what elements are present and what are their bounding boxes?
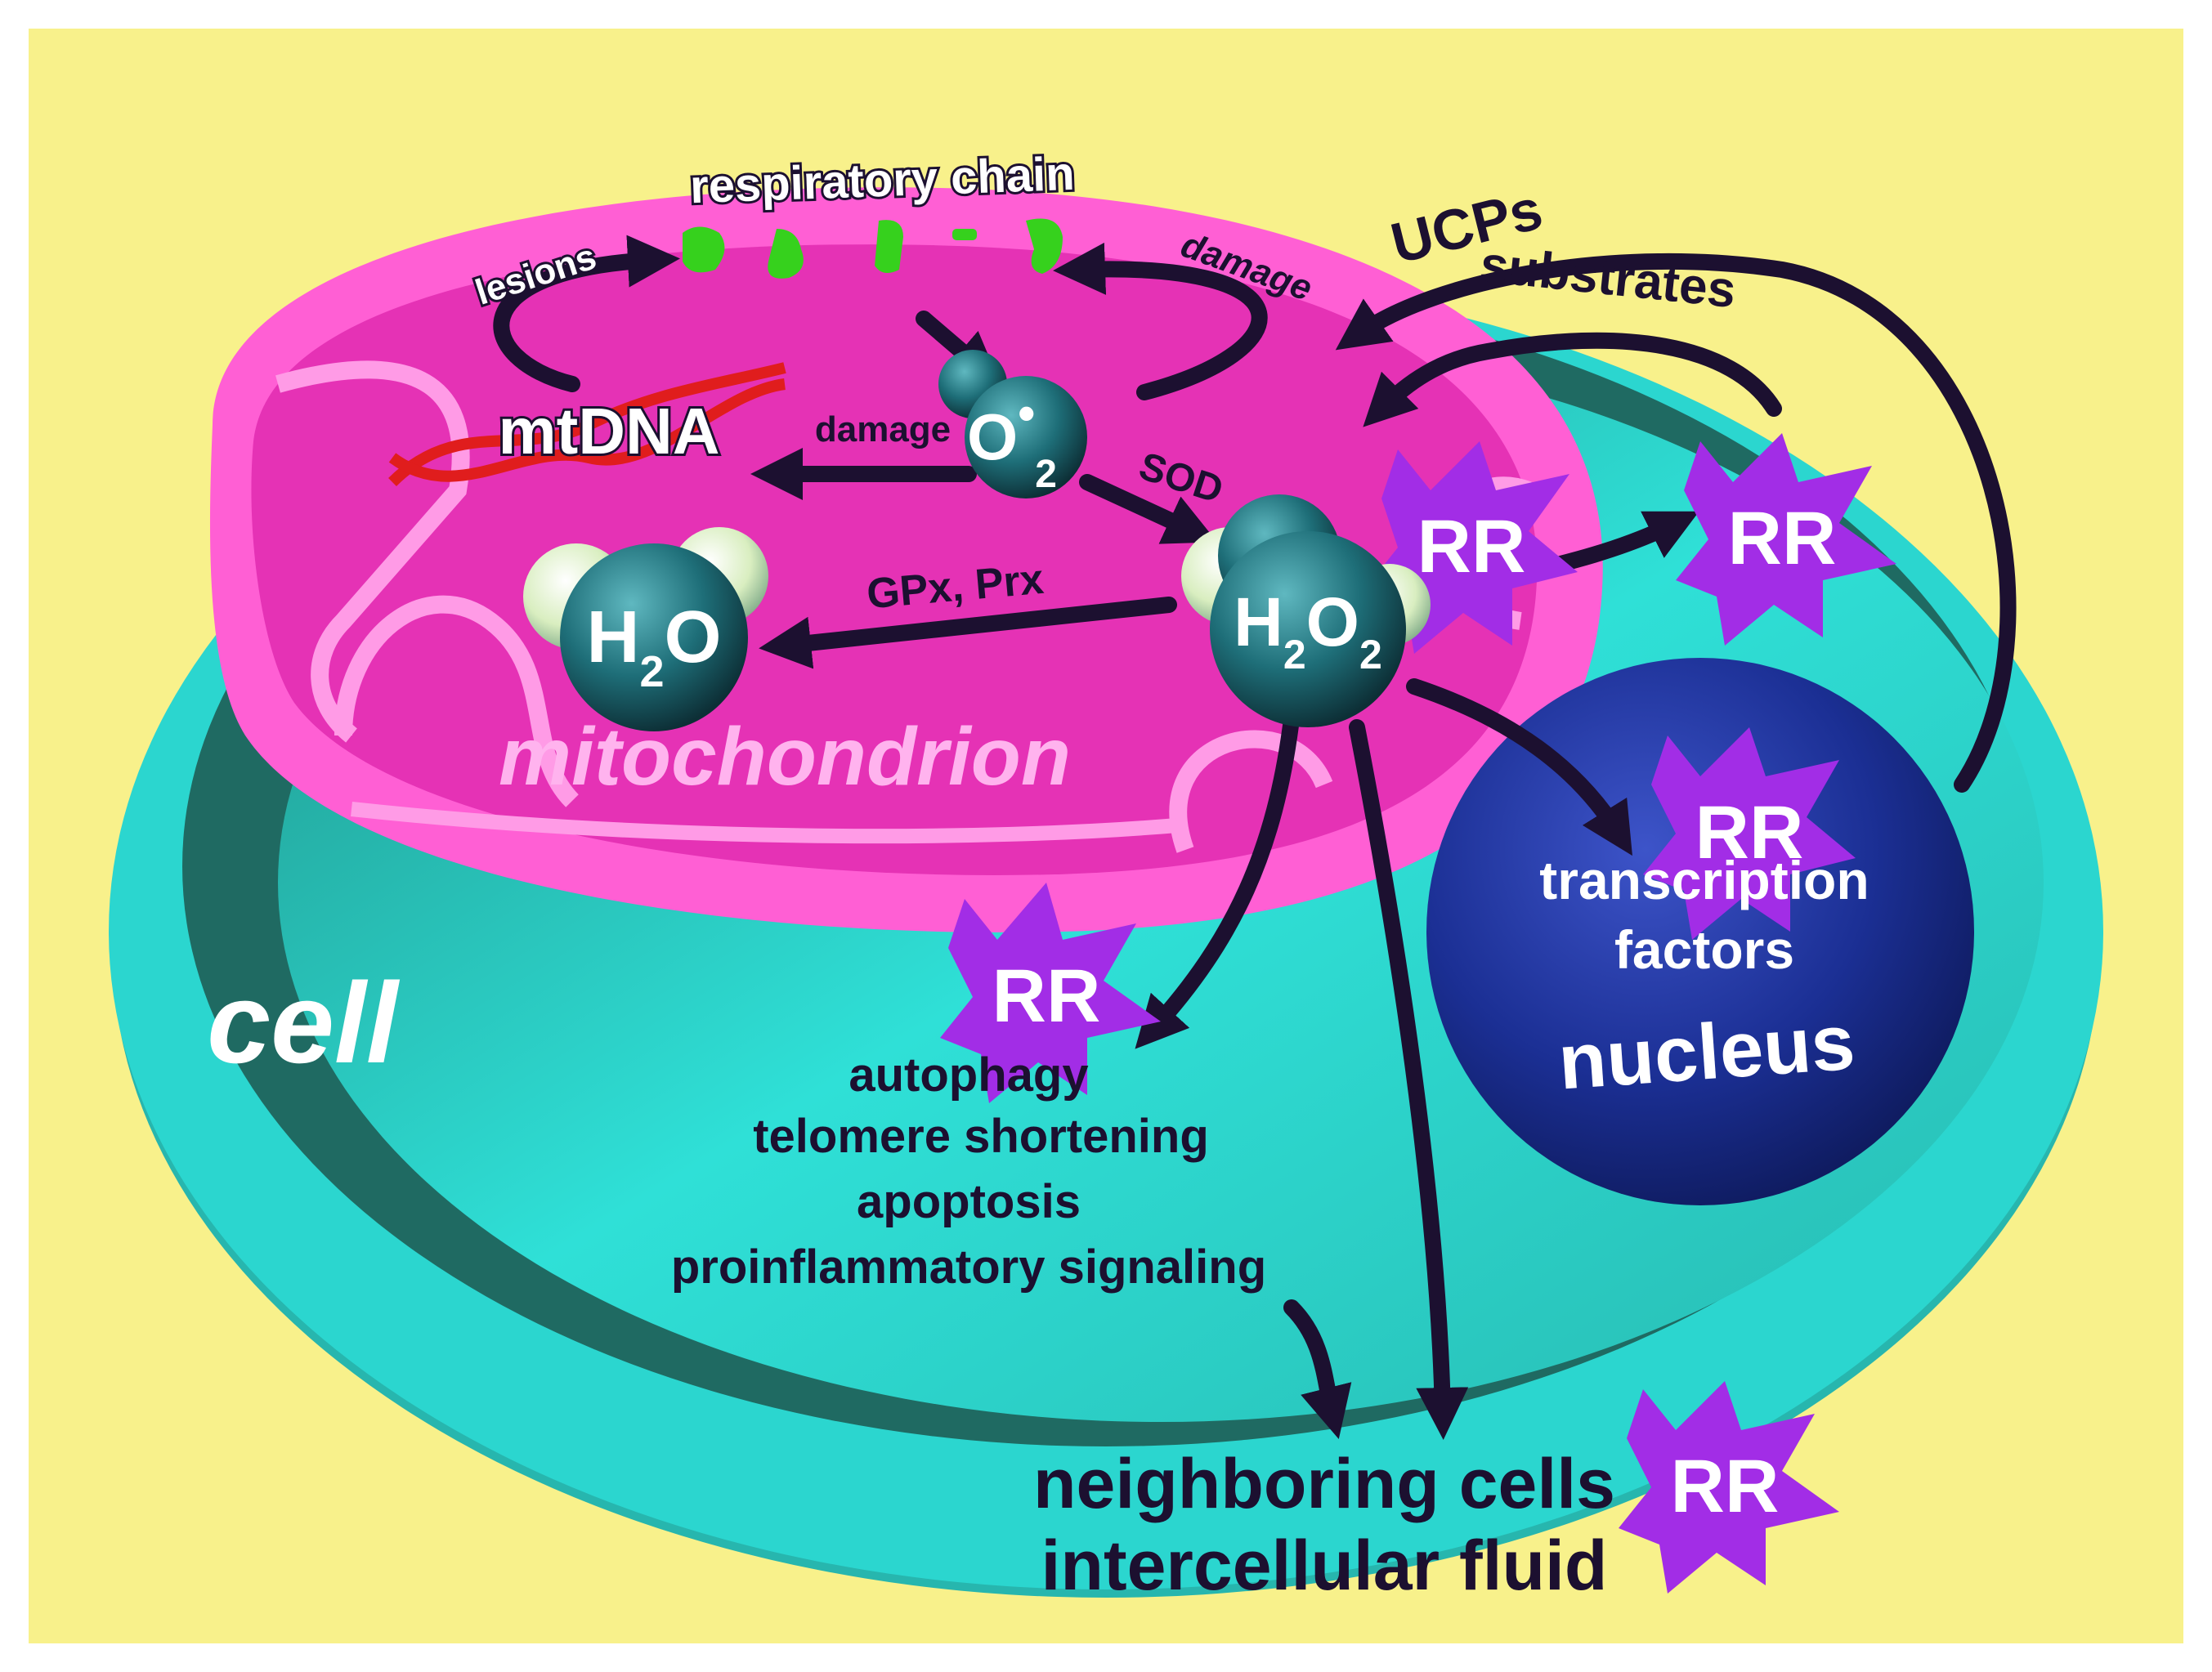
peroxide-o-subscript: 2 bbox=[1359, 632, 1382, 677]
arrows bbox=[493, 235, 2017, 1440]
effect-apoptosis: apoptosis bbox=[857, 1175, 1081, 1228]
svg-text:H2O2: H2O2 bbox=[1234, 583, 1382, 677]
peroxide-h: H bbox=[1234, 583, 1283, 660]
rr-label-h2o2: RR bbox=[1417, 505, 1526, 588]
superoxide-symbol: O bbox=[967, 400, 1018, 473]
rr-star-neighbors: RR bbox=[1619, 1381, 1839, 1594]
rr-star-right: RR bbox=[1676, 433, 1896, 646]
label-nucleus: nucleus bbox=[1556, 999, 1857, 1106]
crista-3 bbox=[1169, 730, 1333, 853]
arrow-ucps bbox=[1335, 253, 2017, 793]
arrow-h2o2-to-effects bbox=[1135, 711, 1300, 1049]
effect-proinflammatory-signaling: proinflammatory signaling bbox=[671, 1241, 1266, 1294]
water-o: O bbox=[665, 597, 722, 678]
label-factors: factors bbox=[1614, 919, 1794, 980]
arrow-lesions bbox=[493, 235, 680, 392]
effect-autophagy: autophagy bbox=[849, 1048, 1088, 1102]
superoxide-molecule: O•2 bbox=[938, 350, 1087, 498]
crista-1 bbox=[275, 360, 470, 743]
label-mtdna: mtDNA bbox=[498, 395, 719, 467]
rr-label-neighbors: RR bbox=[1671, 1445, 1780, 1528]
label-transcription: transcription bbox=[1539, 850, 1869, 910]
crista-2 bbox=[334, 595, 580, 807]
mitochondrion-matrix bbox=[251, 244, 1538, 875]
svg-text:H2O: H2O bbox=[586, 597, 721, 696]
superoxide-dot: • bbox=[1018, 386, 1035, 440]
arrow-h2o2-to-nucleus bbox=[1406, 678, 1632, 856]
rr-star-effects: RR bbox=[940, 883, 1161, 1103]
arrow-effects-to-neighbors bbox=[1283, 1299, 1352, 1440]
svg-text:O•2: O•2 bbox=[967, 386, 1057, 496]
peroxide-h-subscript: 2 bbox=[1283, 632, 1306, 677]
rr-star-nucleus: RR bbox=[1643, 727, 1856, 940]
arrow-o2-to-h2o2 bbox=[1079, 474, 1218, 544]
arrow-damage-top bbox=[1053, 242, 1268, 400]
effect-telomere-shortening: telomere shortening bbox=[753, 1110, 1209, 1163]
mtdna-helix bbox=[388, 362, 786, 486]
label-damage-mid: damage bbox=[815, 409, 951, 449]
label-intercellular-fluid: intercellular fluid bbox=[1041, 1527, 1608, 1605]
peroxide-molecule: H2O2 bbox=[1181, 494, 1431, 727]
label-neighboring-cells: neighboring cells bbox=[1033, 1445, 1615, 1523]
label-cell: cell bbox=[207, 959, 401, 1087]
superoxide-subscript: 2 bbox=[1035, 453, 1057, 496]
water-h: H bbox=[586, 597, 639, 678]
rr-label-right: RR bbox=[1728, 497, 1837, 580]
label-mitochondrion: mitochondrion bbox=[499, 711, 1071, 802]
rr-label-nucleus: RR bbox=[1695, 791, 1804, 874]
arrow-h2o2-to-h2o bbox=[759, 597, 1177, 669]
water-molecule: H2O bbox=[523, 527, 768, 731]
water-h-subscript: 2 bbox=[639, 647, 664, 696]
arrow-h2o2-to-neighbors bbox=[1349, 719, 1469, 1440]
respiratory-chain-complexes bbox=[683, 218, 1063, 279]
crista-bottom bbox=[351, 802, 1178, 844]
arrow-substrates bbox=[1363, 332, 1782, 427]
effects-list: autophagy telomere shortening apoptosis … bbox=[671, 1048, 1266, 1294]
rr-label-effects: RR bbox=[992, 954, 1101, 1038]
peroxide-o: O bbox=[1306, 583, 1359, 660]
